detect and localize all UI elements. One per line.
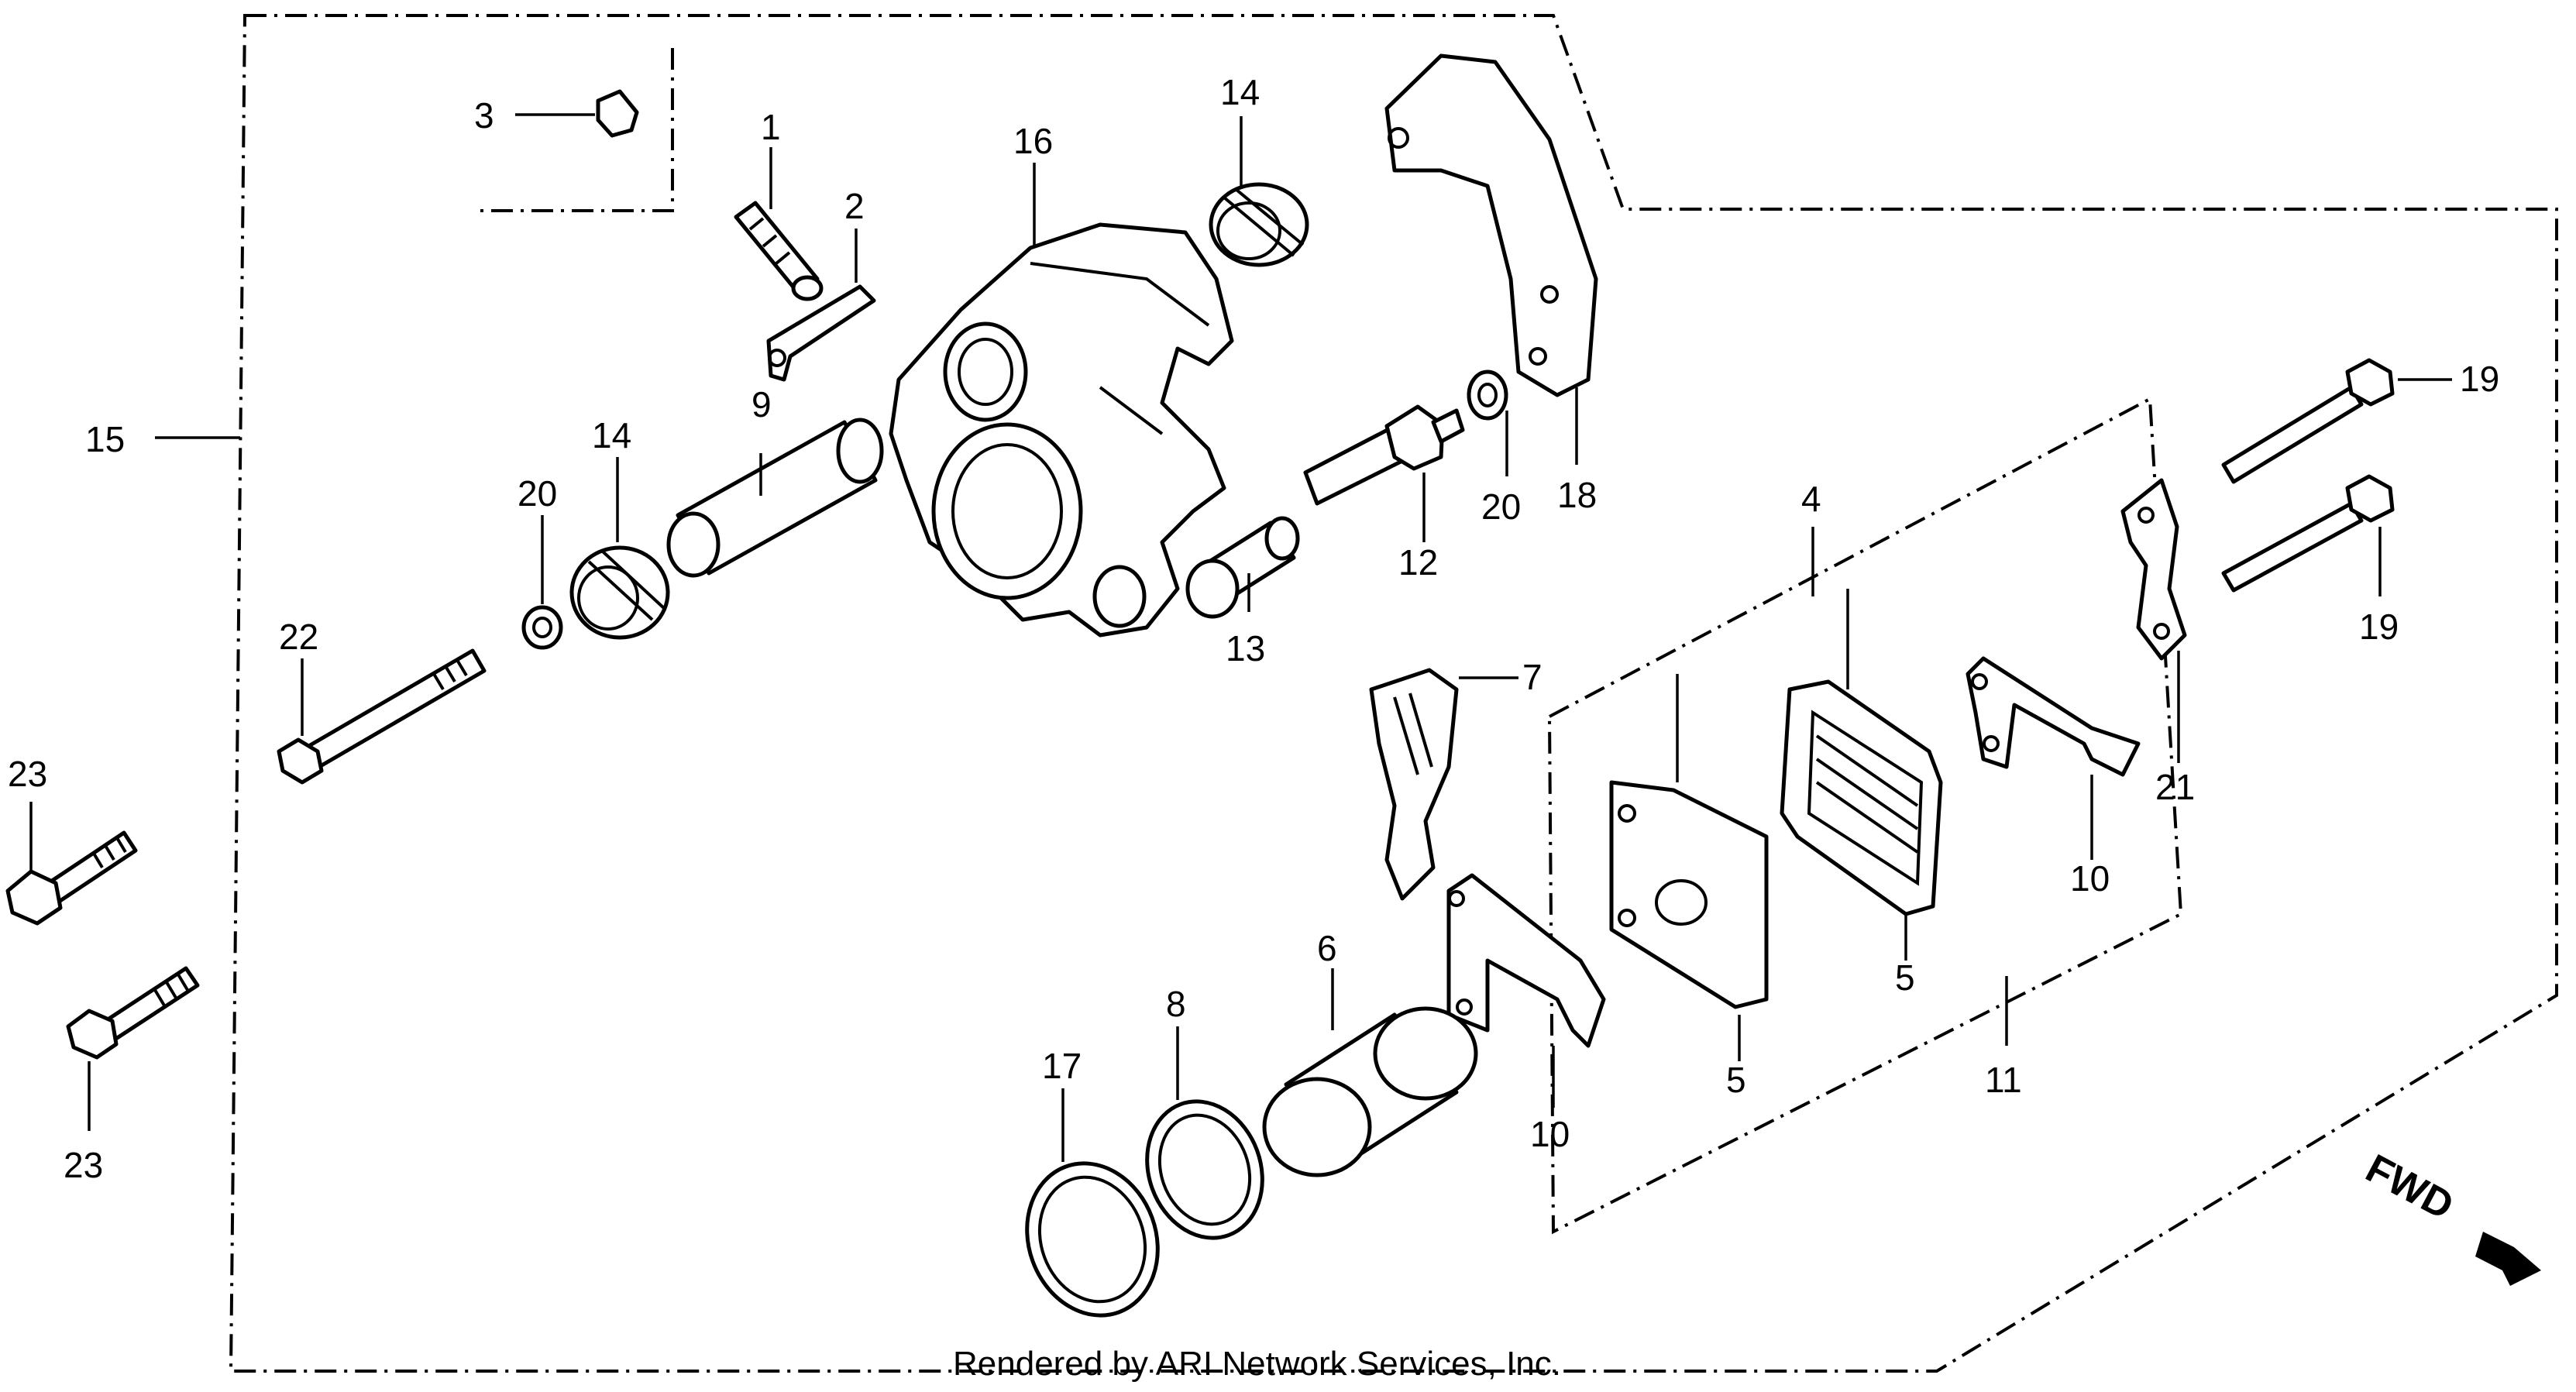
brake-pad-right <box>1780 679 1943 916</box>
bleeder-cap <box>596 89 639 138</box>
caliper-piston <box>1262 1006 1478 1177</box>
fwd-label: FWD <box>2358 1146 2461 1229</box>
caliper-clip <box>766 284 876 382</box>
leader-lines <box>29 113 2452 1162</box>
dust-boot-upper <box>1209 182 1309 267</box>
callout-20-right: 20 <box>1481 486 1521 527</box>
callout-8: 8 <box>1166 984 1186 1024</box>
render-credit: Rendered by ARI Network Services, Inc. <box>953 1345 1561 1383</box>
callout-10-right: 10 <box>2070 858 2110 899</box>
pad-bolt-lower <box>2221 474 2395 593</box>
callout-1: 1 <box>761 107 781 147</box>
caliper-long-bolt <box>277 648 487 785</box>
pad-bolt-upper <box>2221 358 2395 484</box>
callout-labels: 3 1 2 16 14 9 14 20 22 15 12 13 20 18 19… <box>8 72 2499 1185</box>
callout-15: 15 <box>85 419 125 459</box>
washer-left <box>521 605 563 650</box>
callout-22: 22 <box>279 617 318 657</box>
caliper-bracket <box>1384 53 1598 397</box>
callout-5-left: 5 <box>1726 1060 1746 1100</box>
callout-3: 3 <box>474 95 494 136</box>
callout-19-upper: 19 <box>2460 359 2499 399</box>
dust-boot-lower <box>569 545 670 640</box>
callout-18: 18 <box>1557 475 1597 515</box>
pad-spring <box>1369 668 1459 901</box>
callout-19-lower: 19 <box>2359 607 2399 647</box>
piston-seal <box>1145 1099 1264 1240</box>
callout-23-upper: 23 <box>8 754 47 794</box>
pad-shim-right <box>1966 656 2141 777</box>
dust-seal <box>1025 1161 1160 1318</box>
pin-bolt <box>1303 404 1465 506</box>
callout-23-lower: 23 <box>64 1145 103 1185</box>
callout-14-upper: 14 <box>1220 72 1260 112</box>
callout-2: 2 <box>844 186 865 226</box>
callout-6: 6 <box>1317 928 1337 968</box>
mount-bolt-lower <box>66 966 200 1060</box>
bleeder-screw <box>734 201 824 301</box>
callout-7: 7 <box>1522 657 1543 697</box>
callout-11: 11 <box>1985 1060 2022 1100</box>
callout-17: 17 <box>1042 1046 1082 1086</box>
callout-12: 12 <box>1398 542 1438 583</box>
caliper-assembly-frame <box>229 14 2558 1373</box>
callout-14-lower: 14 <box>592 415 631 455</box>
washer-right <box>1467 369 1508 421</box>
retainer-plate <box>2120 478 2187 661</box>
bleeder-cap-frame <box>480 48 674 212</box>
callout-4: 4 <box>1801 479 1821 519</box>
callout-10-left: 10 <box>1530 1114 1570 1154</box>
callout-20-left: 20 <box>518 473 557 514</box>
callout-16: 16 <box>1013 121 1053 161</box>
pin-sleeve <box>666 418 884 578</box>
caliper-pin <box>1185 516 1300 619</box>
callout-5-right: 5 <box>1895 957 1915 998</box>
caliper-body <box>889 222 1234 638</box>
brake-pad-left <box>1609 780 1769 1009</box>
callout-9: 9 <box>751 384 772 424</box>
callout-13: 13 <box>1226 628 1265 669</box>
callout-21: 21 <box>2155 767 2195 807</box>
mount-bolt-upper <box>5 830 138 926</box>
pad-shim-left <box>1446 873 1606 1048</box>
forward-direction-indicator: FWD <box>2358 1146 2541 1286</box>
